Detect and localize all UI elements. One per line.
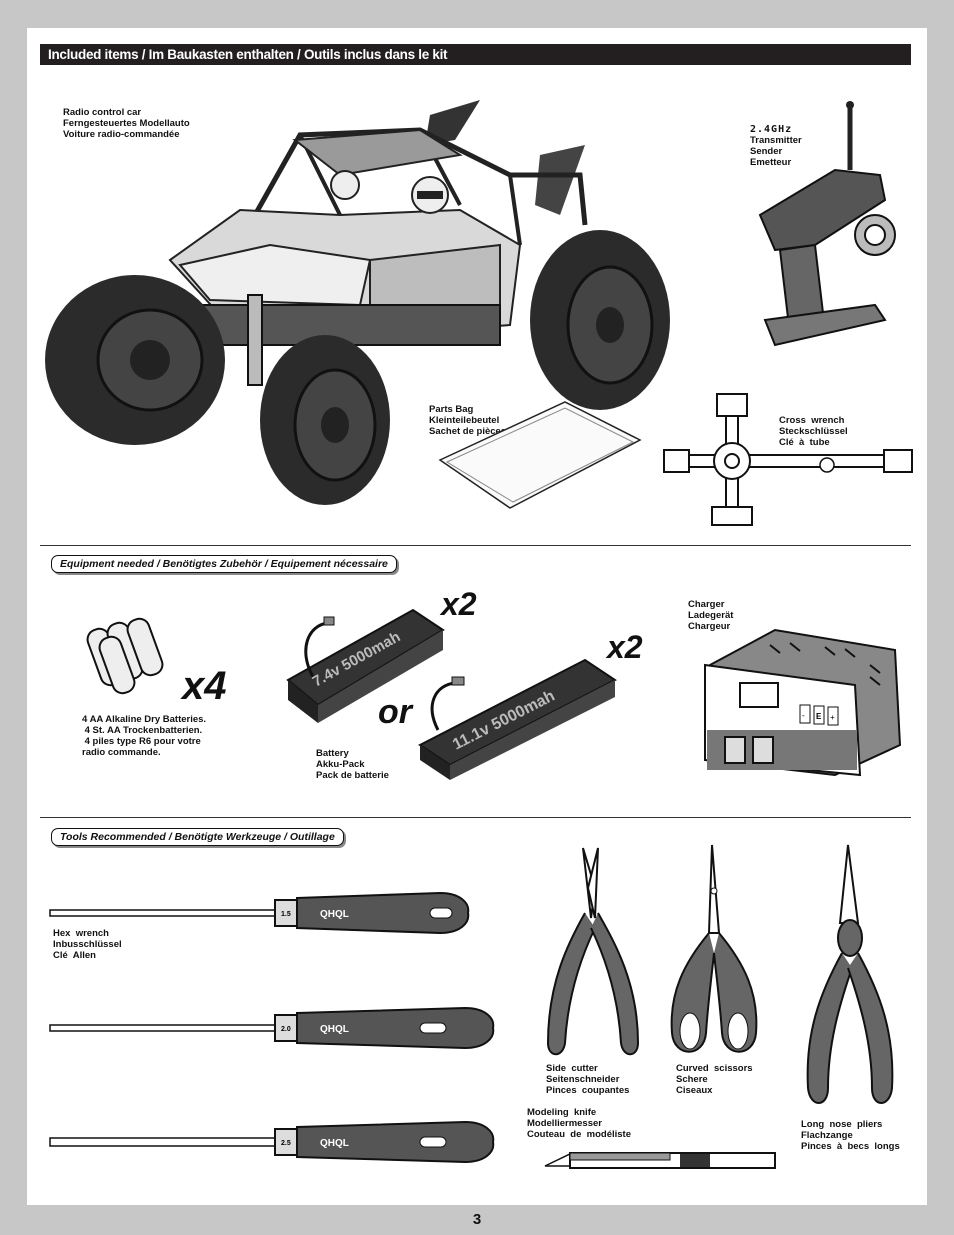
- section-header-included: Included items / Im Baukasten enthalten …: [40, 44, 911, 65]
- aa-batteries-illustration: [86, 617, 164, 695]
- section-divider: [40, 545, 911, 546]
- wheel-front-right: [260, 335, 390, 505]
- batteries-qty: x4: [182, 664, 227, 708]
- modeling-knife-illustration: [544, 1152, 776, 1169]
- battery-pack-7-4v: 7.4v 5000mah: [286, 608, 445, 723]
- or-text: or: [378, 693, 412, 731]
- transmitter-illustration: [758, 101, 896, 347]
- pack2-qty: x2: [607, 629, 643, 665]
- hex-driver-1-5: 1.5 QHQL: [49, 891, 470, 935]
- hex-driver-2-0: 2.0 QHQL: [49, 1006, 495, 1050]
- charger-btn-e: E: [816, 712, 822, 721]
- charger-btn-plus: +: [830, 713, 835, 722]
- wheel-front-left: [45, 275, 225, 445]
- charger-illustration: - E +: [703, 628, 902, 777]
- page-number: 3: [472, 1211, 482, 1228]
- section-divider: [40, 817, 911, 818]
- wheel-rear: [530, 230, 670, 410]
- section-header-tools: Tools Recommended / Benötigte Werkzeuge …: [51, 828, 344, 846]
- charger-btn-minus: -: [802, 711, 805, 720]
- pack1-qty: x2: [441, 586, 477, 622]
- hex-size-2-5: 2.5: [281, 1140, 291, 1147]
- battery-pack-11-1v: 11.1v 5000mah: [418, 658, 617, 780]
- cross-wrench-illustration: [663, 393, 913, 526]
- hex-driver-2-5: 2.5 QHQL: [49, 1120, 495, 1164]
- aa-batteries-label: 4 AA Alkaline Dry Batteries. 4 St. AA Tr…: [82, 714, 207, 758]
- hex-brand-3: QHQL: [320, 1138, 349, 1149]
- hex-size-2-0: 2.0: [281, 1026, 291, 1033]
- hex-brand-1: QHQL: [320, 909, 349, 920]
- rc-car-illustration: [45, 100, 670, 505]
- section-header-equipment: Equipment needed / Benötigtes Zubehör / …: [51, 555, 397, 573]
- scissors-illustration: [670, 844, 758, 1053]
- long-nose-pliers-illustration: [806, 844, 894, 1104]
- parts-bag-illustration: [438, 401, 642, 509]
- hex-brand-2: QHQL: [320, 1024, 349, 1035]
- hex-size-1-5: 1.5: [281, 911, 291, 918]
- side-cutter-illustration: [546, 847, 640, 1056]
